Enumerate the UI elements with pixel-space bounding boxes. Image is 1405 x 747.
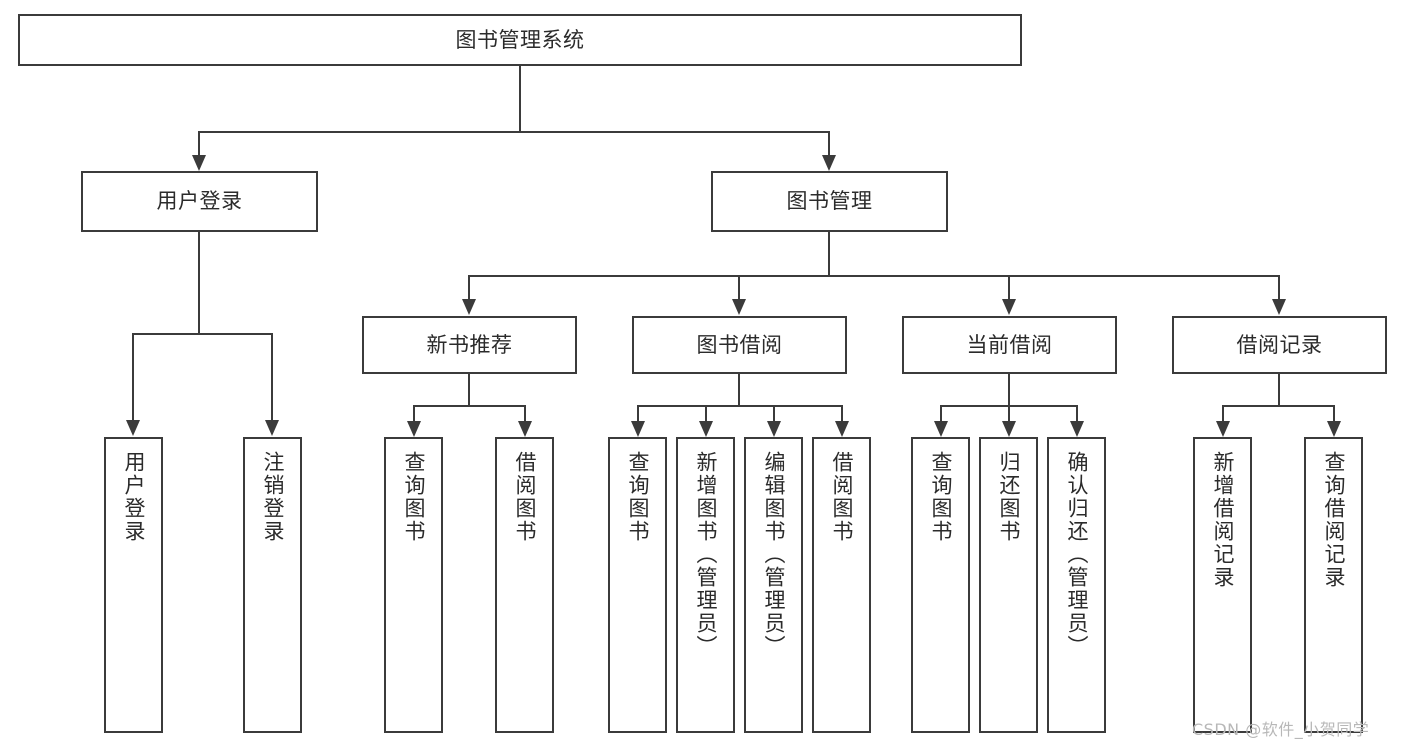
connector-book-manage-branch-1 — [468, 275, 470, 300]
arrow-current-borrow-branch-2 — [1002, 421, 1016, 437]
connector-user-login-branch-2 — [271, 333, 273, 421]
node-new-book-rec[interactable]: 新书推荐 — [362, 316, 577, 374]
connector-book-manage-branch-3 — [1008, 275, 1010, 300]
connector-borrow-record-branch-1 — [1222, 405, 1224, 422]
connector-root-to-book-manage — [828, 131, 830, 156]
arrow-book-manage-branch-1 — [462, 299, 476, 315]
arrow-new-book-rec-branch-2 — [518, 421, 532, 437]
node-leaf-user-login[interactable]: 用户登录 — [104, 437, 163, 733]
node-book-borrow-label: 图书借阅 — [696, 332, 783, 357]
node-leaf-user-login-label: 用户登录 — [122, 451, 146, 543]
arrow-book-manage-branch-2 — [732, 299, 746, 315]
arrow-user-login-branch-2 — [265, 420, 279, 436]
arrow-book-borrow-branch-1 — [631, 421, 645, 437]
node-leaf-edit-book-label: 编辑图书（管理员） — [762, 451, 786, 658]
node-borrow-record-label: 借阅记录 — [1236, 332, 1323, 357]
node-leaf-return-book[interactable]: 归还图书 — [979, 437, 1038, 733]
node-leaf-borrow-book-1[interactable]: 借阅图书 — [495, 437, 554, 733]
connector-book-manage-bar — [468, 275, 1280, 277]
connector-new-book-rec-branch-2 — [524, 405, 526, 422]
connector-borrow-record-bar — [1222, 405, 1334, 407]
node-leaf-confirm-return[interactable]: 确认归还（管理员） — [1047, 437, 1106, 733]
node-leaf-borrow-book-1-label: 借阅图书 — [513, 451, 537, 543]
arrow-user-login-branch-1 — [126, 420, 140, 436]
arrow-borrow-record-branch-1 — [1216, 421, 1230, 437]
connector-new-book-rec-branch-1 — [413, 405, 415, 422]
arrow-current-borrow-branch-1 — [934, 421, 948, 437]
node-book-manage[interactable]: 图书管理 — [711, 171, 948, 232]
node-leaf-add-record-label: 新增借阅记录 — [1211, 451, 1235, 589]
arrow-book-manage-branch-4 — [1272, 299, 1286, 315]
connector-book-manage-branch-4 — [1278, 275, 1280, 300]
node-root[interactable]: 图书管理系统 — [18, 14, 1022, 66]
node-user-login[interactable]: 用户登录 — [81, 171, 318, 232]
connector-book-borrow-stem — [738, 374, 740, 406]
arrow-book-borrow-branch-4 — [835, 421, 849, 437]
node-leaf-user-logout-label: 注销登录 — [261, 451, 285, 543]
node-leaf-confirm-return-label: 确认归还（管理员） — [1065, 451, 1089, 658]
connector-book-manage-branch-2 — [738, 275, 740, 300]
node-leaf-query-book-3[interactable]: 查询图书 — [911, 437, 970, 733]
connector-borrow-record-branch-2 — [1333, 405, 1335, 422]
node-leaf-query-book-1-label: 查询图书 — [402, 451, 426, 543]
connector-user-login-stem — [198, 232, 200, 334]
connector-book-borrow-branch-4 — [841, 405, 843, 422]
connector-book-borrow-bar — [637, 405, 841, 407]
connector-current-borrow-branch-2 — [1008, 405, 1010, 422]
connector-current-borrow-stem — [1008, 374, 1010, 406]
node-leaf-user-logout[interactable]: 注销登录 — [243, 437, 302, 733]
node-leaf-borrow-book-2[interactable]: 借阅图书 — [812, 437, 871, 733]
node-leaf-query-record[interactable]: 查询借阅记录 — [1304, 437, 1363, 733]
connector-book-borrow-branch-1 — [637, 405, 639, 422]
connector-user-login-bar — [132, 333, 272, 335]
arrow-current-borrow-branch-3 — [1070, 421, 1084, 437]
connector-new-book-rec-stem — [468, 374, 470, 406]
node-leaf-query-record-label: 查询借阅记录 — [1322, 451, 1346, 589]
arrow-book-borrow-branch-3 — [767, 421, 781, 437]
connector-book-borrow-branch-2 — [705, 405, 707, 422]
connector-book-borrow-branch-3 — [773, 405, 775, 422]
node-leaf-query-book-2-label: 查询图书 — [626, 451, 650, 543]
node-book-manage-label: 图书管理 — [786, 189, 873, 213]
arrow-new-book-rec-branch-1 — [407, 421, 421, 437]
connector-book-manage-stem — [828, 232, 830, 276]
connector-current-borrow-branch-3 — [1076, 405, 1078, 422]
node-new-book-rec-label: 新书推荐 — [426, 332, 513, 357]
connector-current-borrow-branch-1 — [940, 405, 942, 422]
node-current-borrow[interactable]: 当前借阅 — [902, 316, 1117, 374]
connector-root-stem — [519, 66, 521, 131]
node-leaf-edit-book[interactable]: 编辑图书（管理员） — [744, 437, 803, 733]
connector-root-bar — [198, 131, 830, 133]
connector-root-to-user-login — [198, 131, 200, 156]
node-leaf-borrow-book-2-label: 借阅图书 — [830, 451, 854, 543]
node-leaf-query-book-2[interactable]: 查询图书 — [608, 437, 667, 733]
node-leaf-query-book-1[interactable]: 查询图书 — [384, 437, 443, 733]
node-current-borrow-label: 当前借阅 — [966, 332, 1053, 357]
arrow-book-borrow-branch-2 — [699, 421, 713, 437]
arrow-borrow-record-branch-2 — [1327, 421, 1341, 437]
node-leaf-return-book-label: 归还图书 — [997, 451, 1021, 543]
connector-user-login-branch-1 — [132, 333, 134, 421]
node-root-label: 图书管理系统 — [455, 27, 585, 52]
arrow-book-manage-branch-3 — [1002, 299, 1016, 315]
node-user-login-label: 用户登录 — [156, 189, 243, 213]
node-book-borrow[interactable]: 图书借阅 — [632, 316, 847, 374]
connector-borrow-record-stem — [1278, 374, 1280, 406]
arrow-root-to-user-login — [192, 155, 206, 171]
node-leaf-add-book-label: 新增图书（管理员） — [694, 451, 718, 658]
arrow-root-to-book-manage — [822, 155, 836, 171]
node-borrow-record[interactable]: 借阅记录 — [1172, 316, 1387, 374]
node-leaf-query-book-3-label: 查询图书 — [929, 451, 953, 543]
node-leaf-add-book[interactable]: 新增图书（管理员） — [676, 437, 735, 733]
connector-new-book-rec-bar — [413, 405, 525, 407]
node-leaf-add-record[interactable]: 新增借阅记录 — [1193, 437, 1252, 733]
